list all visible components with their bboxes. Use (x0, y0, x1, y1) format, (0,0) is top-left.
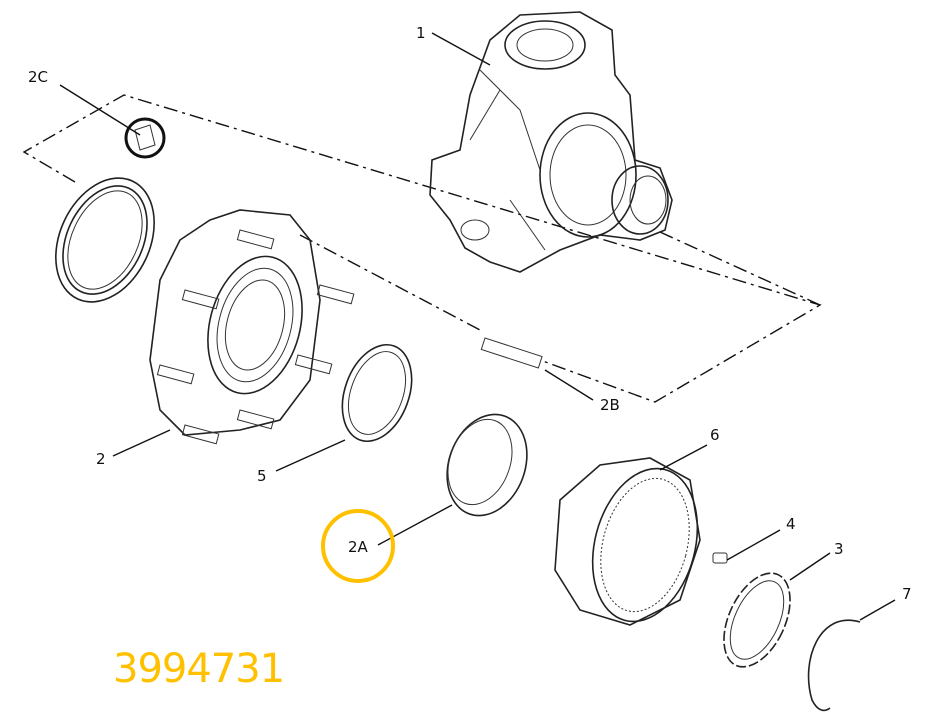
highlight-circle-2A (321, 509, 395, 583)
part-1-knuckle (429, 11, 673, 273)
part-2B-stud (480, 337, 543, 369)
callout-5: 5 (257, 467, 267, 485)
part-2A-bearing-cup (446, 413, 528, 517)
callout-4: 4 (786, 515, 796, 533)
callout-7: 7 (902, 585, 912, 603)
part-5-bearing-cup (341, 343, 413, 443)
part-number: 3994731 (113, 646, 285, 692)
assembly-dashed-lines (22, 94, 822, 403)
callout-2A: 2A (348, 538, 369, 556)
part-3-lock-ring (723, 572, 791, 668)
leader-lines (59, 32, 896, 621)
callout-3: 3 (834, 540, 844, 558)
callout-2B: 2B (600, 396, 620, 414)
part-2C-seal (55, 117, 166, 303)
callout-2: 2 (96, 450, 106, 468)
part-7-snap-ring (807, 619, 861, 712)
part-4-plug (712, 552, 728, 564)
callout-1: 1 (416, 24, 426, 42)
callout-6: 6 (710, 426, 720, 444)
part-2-hub (149, 209, 355, 445)
part-6-ring-gear (554, 457, 701, 626)
callout-2C: 2C (28, 68, 48, 86)
